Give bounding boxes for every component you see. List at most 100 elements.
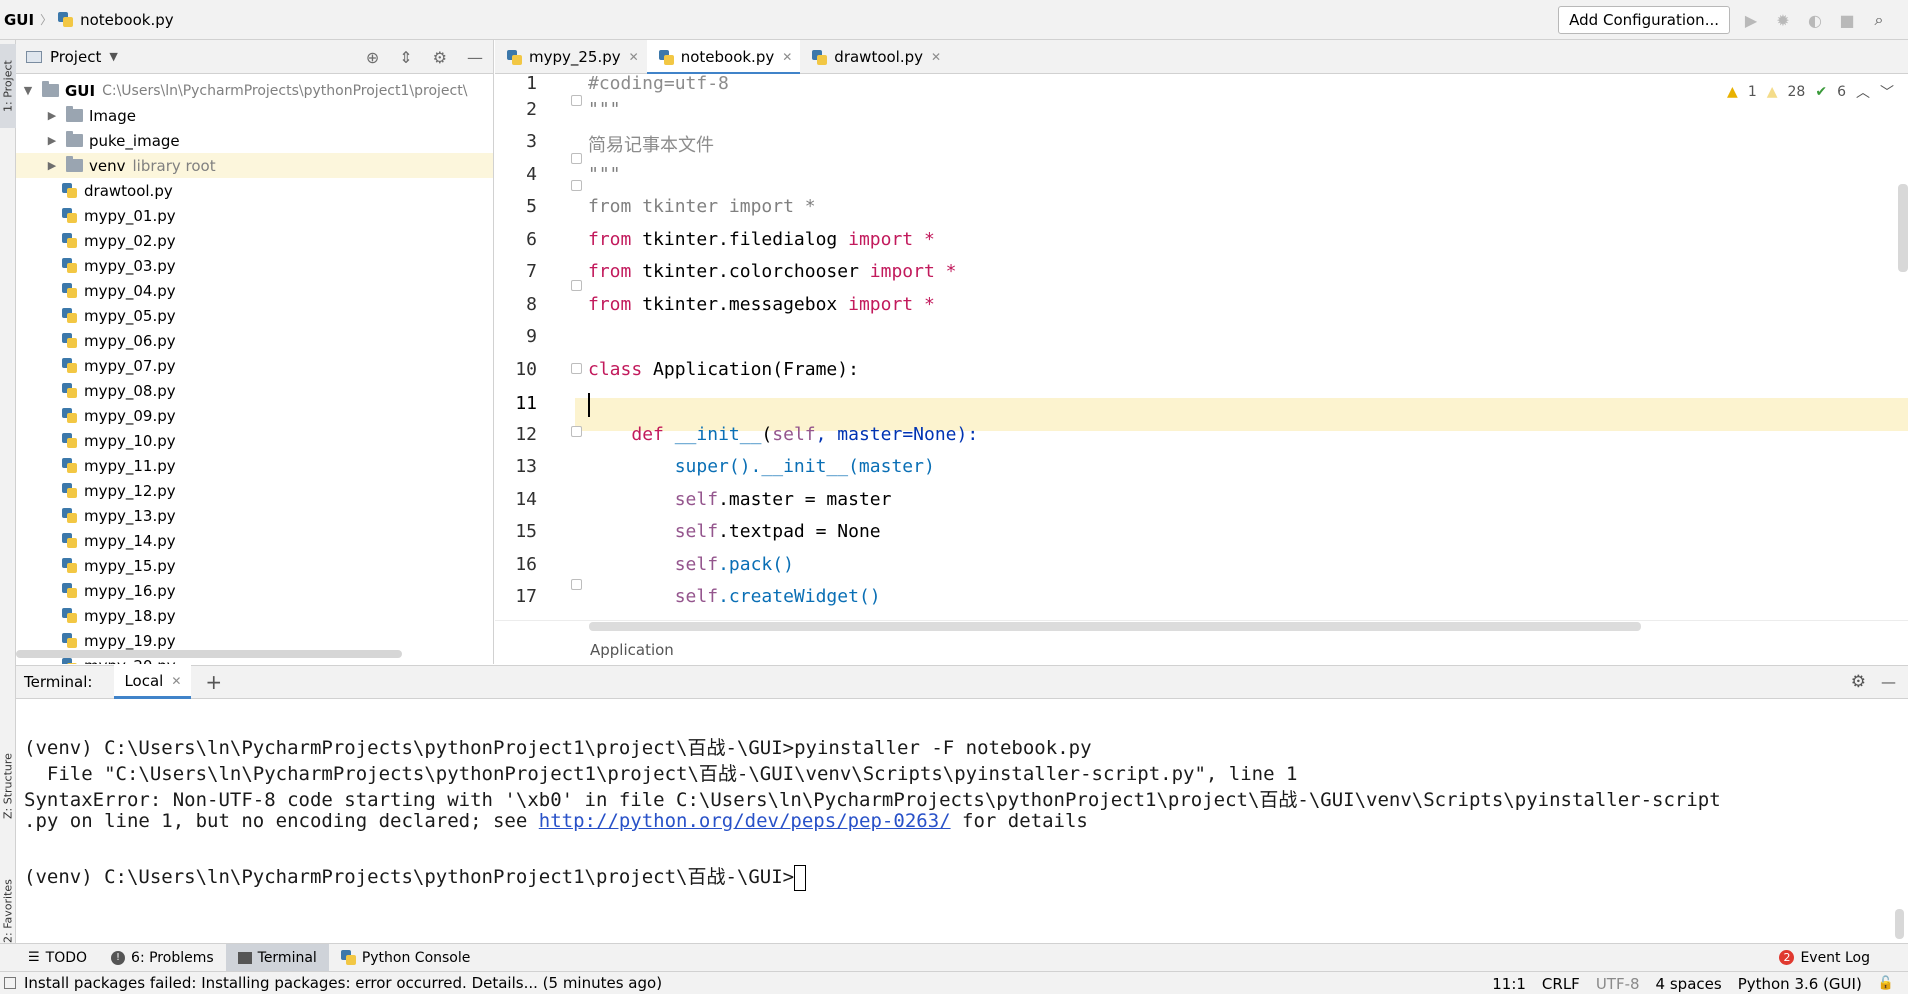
tree-file[interactable]: mypy_08.py <box>16 378 493 403</box>
close-icon[interactable]: ✕ <box>171 673 182 688</box>
close-icon[interactable]: ✕ <box>628 50 639 64</box>
settings-gear-icon[interactable]: ⚙ <box>432 47 447 67</box>
chevron-down-icon[interactable]: ▼ <box>109 50 118 63</box>
terminal-scrollbar[interactable] <box>1895 909 1904 939</box>
tree-file[interactable]: mypy_20.py <box>16 653 493 664</box>
tree-file[interactable]: mypy_14.py <box>16 528 493 553</box>
chevron-down-icon[interactable]: ﹀ <box>1880 85 1894 101</box>
add-configuration-button[interactable]: Add Configuration... <box>1558 6 1730 34</box>
fold-marker-icon[interactable] <box>571 426 582 437</box>
chevron-up-icon[interactable]: ︿ <box>1856 85 1870 101</box>
chevron-down-icon[interactable]: ▼ <box>23 84 33 97</box>
caret-position[interactable]: 11:1 <box>1492 974 1526 993</box>
minimize-icon[interactable]: — <box>467 47 483 67</box>
terminal-tab-label: Local <box>124 671 164 690</box>
tree-file[interactable]: mypy_10.py <box>16 428 493 453</box>
file-name: mypy_07.py <box>84 356 176 375</box>
debug-icon[interactable]: ✹ <box>1776 10 1790 30</box>
editor-breadcrumb[interactable]: Application <box>590 641 674 659</box>
terminal-tool-button[interactable]: Terminal <box>225 943 329 972</box>
fold-marker-icon[interactable] <box>571 153 582 164</box>
tab-drawtool[interactable]: drawtool.py ✕ <box>800 40 949 74</box>
stop-icon[interactable]: ■ <box>1839 10 1855 30</box>
breadcrumb-project[interactable]: GUI <box>4 10 35 29</box>
line-separator[interactable]: CRLF <box>1541 974 1580 993</box>
breadcrumb-file[interactable]: notebook.py <box>80 10 174 29</box>
tree-file[interactable]: mypy_16.py <box>16 578 493 603</box>
terminal-output[interactable]: (venv) C:\Users\ln\PycharmProjects\pytho… <box>16 699 1908 943</box>
run-icon[interactable]: ▶ <box>1744 10 1758 30</box>
keyword-from: from <box>588 229 632 250</box>
event-log-tool-button[interactable]: 2 Event Log <box>1767 944 1882 972</box>
search-icon[interactable]: ⌕ <box>1874 10 1884 29</box>
close-icon[interactable]: ✕ <box>931 50 942 64</box>
fold-marker-icon[interactable] <box>571 363 582 374</box>
tree-file[interactable]: mypy_15.py <box>16 553 493 578</box>
tree-file[interactable]: mypy_13.py <box>16 503 493 528</box>
terminal-prompt: (venv) C:\Users\ln\PycharmProjects\pytho… <box>24 866 795 888</box>
code-line-7: from tkinter.colorchooser import * <box>588 261 957 282</box>
collapse-all-icon[interactable]: ⇕ <box>399 47 413 67</box>
inspection-indicators[interactable]: ▲ 1 ▲ 28 ✔ 6 ︿ ﹀ <box>1727 82 1894 102</box>
fold-marker-icon[interactable] <box>571 280 582 291</box>
chevron-right-icon[interactable]: ▶ <box>47 134 57 147</box>
tree-file[interactable]: mypy_11.py <box>16 453 493 478</box>
structure-tool-window-button[interactable]: Z: Structure <box>1 753 15 819</box>
code-line-16: self.pack() <box>588 554 794 575</box>
status-message[interactable]: Install packages failed: Installing pack… <box>24 974 663 992</box>
tree-file[interactable]: mypy_03.py <box>16 253 493 278</box>
plus-icon[interactable]: + <box>205 670 223 694</box>
tree-file[interactable]: mypy_19.py <box>16 628 493 653</box>
tab-label: notebook.py <box>680 48 775 66</box>
file-encoding[interactable]: UTF-8 <box>1595 974 1640 993</box>
python-file-icon <box>62 333 77 348</box>
class-name: Application <box>653 359 773 380</box>
tree-folder[interactable]: ▶ puke_image <box>16 128 493 153</box>
tab-mypy-25[interactable]: mypy_25.py ✕ <box>495 40 647 74</box>
tree-file[interactable]: mypy_05.py <box>16 303 493 328</box>
tree-file[interactable]: mypy_06.py <box>16 328 493 353</box>
coverage-icon[interactable]: ◐ <box>1808 10 1822 30</box>
tree-file[interactable]: mypy_02.py <box>16 228 493 253</box>
close-icon[interactable]: ✕ <box>782 50 793 64</box>
settings-gear-icon[interactable]: ⚙ <box>1850 672 1866 692</box>
project-tool-window-button[interactable]: 1: Project <box>0 44 16 128</box>
problems-tool-button[interactable]: ! 6: Problems <box>99 944 226 972</box>
indent-setting[interactable]: 4 spaces <box>1655 974 1722 993</box>
tree-file[interactable]: mypy_01.py <box>16 203 493 228</box>
tab-label: drawtool.py <box>834 48 924 66</box>
editor-vertical-scrollbar[interactable] <box>1898 184 1908 272</box>
fold-marker-icon[interactable] <box>571 180 582 191</box>
tree-file[interactable]: mypy_18.py <box>16 603 493 628</box>
locate-icon[interactable]: ⊕ <box>365 47 380 67</box>
terminal-tab-local[interactable]: Local ✕ <box>114 665 192 699</box>
python-file-icon <box>62 558 77 573</box>
editor-horizontal-scrollbar[interactable] <box>589 622 1641 631</box>
tree-file[interactable]: mypy_07.py <box>16 353 493 378</box>
tree-file[interactable]: mypy_12.py <box>16 478 493 503</box>
line-number: 17 <box>515 586 537 607</box>
fold-marker-icon[interactable] <box>571 95 582 106</box>
chevron-right-icon[interactable]: ▶ <box>47 159 57 172</box>
tree-root[interactable]: ▼ GUI C:\Users\ln\PycharmProjects\python… <box>16 78 493 103</box>
project-view-title[interactable]: Project <box>50 47 102 66</box>
chevron-right-icon[interactable]: ▶ <box>47 109 57 122</box>
tree-folder[interactable]: ▶ venv library root <box>16 153 493 178</box>
python-console-tool-button[interactable]: Python Console <box>329 944 483 972</box>
tree-horizontal-scrollbar[interactable] <box>16 650 402 658</box>
statement: .master = master <box>718 489 892 510</box>
python-interpreter[interactable]: Python 3.6 (GUI) <box>1737 974 1862 993</box>
tree-file[interactable]: mypy_04.py <box>16 278 493 303</box>
todo-tool-button[interactable]: ☰ TODO <box>16 944 99 972</box>
tree-file[interactable]: mypy_09.py <box>16 403 493 428</box>
tab-notebook[interactable]: notebook.py ✕ <box>646 40 801 75</box>
pep-link[interactable]: http://python.org/dev/peps/pep-0263/ <box>538 810 951 832</box>
tree-folder[interactable]: ▶ Image <box>16 103 493 128</box>
tree-file[interactable]: drawtool.py <box>16 178 493 203</box>
lock-icon[interactable]: 🔓 <box>1877 976 1894 991</box>
fold-marker-icon[interactable] <box>571 579 582 590</box>
keyword-def: def <box>631 424 664 445</box>
minimize-icon[interactable]: — <box>1881 673 1896 691</box>
